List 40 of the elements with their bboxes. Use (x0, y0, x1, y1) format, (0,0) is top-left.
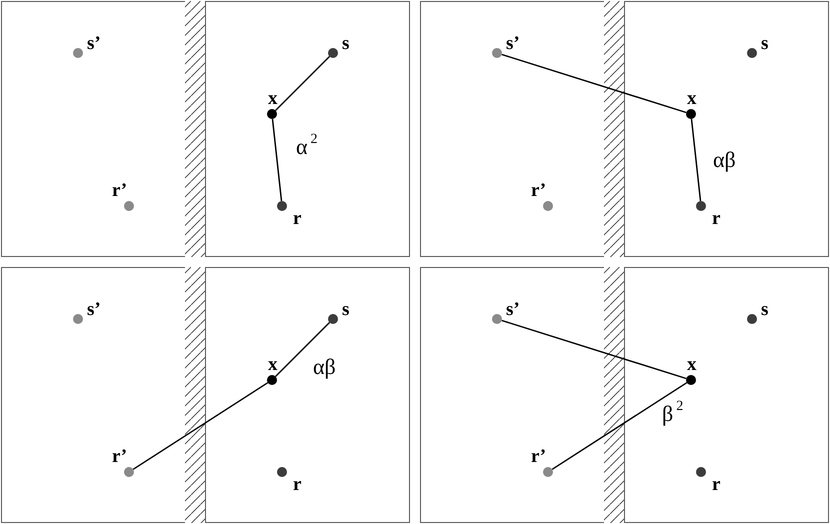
room-outline (624, 1, 829, 257)
point-label: r’ (531, 447, 546, 466)
room-with-hatched-wall (420, 267, 624, 523)
point-label: r’ (112, 447, 128, 466)
math-label: αβ (713, 149, 736, 171)
room-outline (205, 267, 410, 523)
point-label: x (268, 89, 278, 108)
path-line (275, 56, 330, 111)
point-label: x (687, 89, 696, 108)
path-line (552, 382, 688, 470)
path-line (502, 320, 686, 380)
point-label: s’ (87, 300, 101, 319)
point-label: s (342, 300, 350, 319)
point-label: s’ (506, 300, 520, 319)
room-with-hatched-wall (1, 267, 205, 523)
point-label: x (687, 355, 696, 374)
room-with-hatched-wall (420, 1, 624, 257)
math-label: α$^{2}$ (296, 136, 318, 158)
point-label: r (712, 209, 720, 228)
point-label: r (712, 475, 720, 494)
math-label: αβ (313, 356, 336, 378)
point-label: s’ (506, 34, 520, 53)
path-line (275, 322, 330, 377)
point-label: s’ (87, 34, 101, 53)
room-outline (205, 1, 410, 257)
point-label: r (293, 209, 302, 228)
point-label: s (761, 34, 768, 53)
path-line (502, 54, 686, 114)
room-outline (624, 267, 829, 523)
point-label: r’ (531, 181, 546, 200)
math-label: β$^{2}$ (662, 403, 684, 425)
point-label: r’ (112, 181, 128, 200)
point-label: r (293, 475, 302, 494)
point-label: s (342, 34, 350, 53)
path-line (132, 382, 268, 470)
path-line (272, 118, 282, 202)
room-with-hatched-wall (1, 1, 205, 257)
point-label: s (761, 300, 768, 319)
point-label: x (268, 355, 278, 374)
path-line (690, 118, 702, 202)
